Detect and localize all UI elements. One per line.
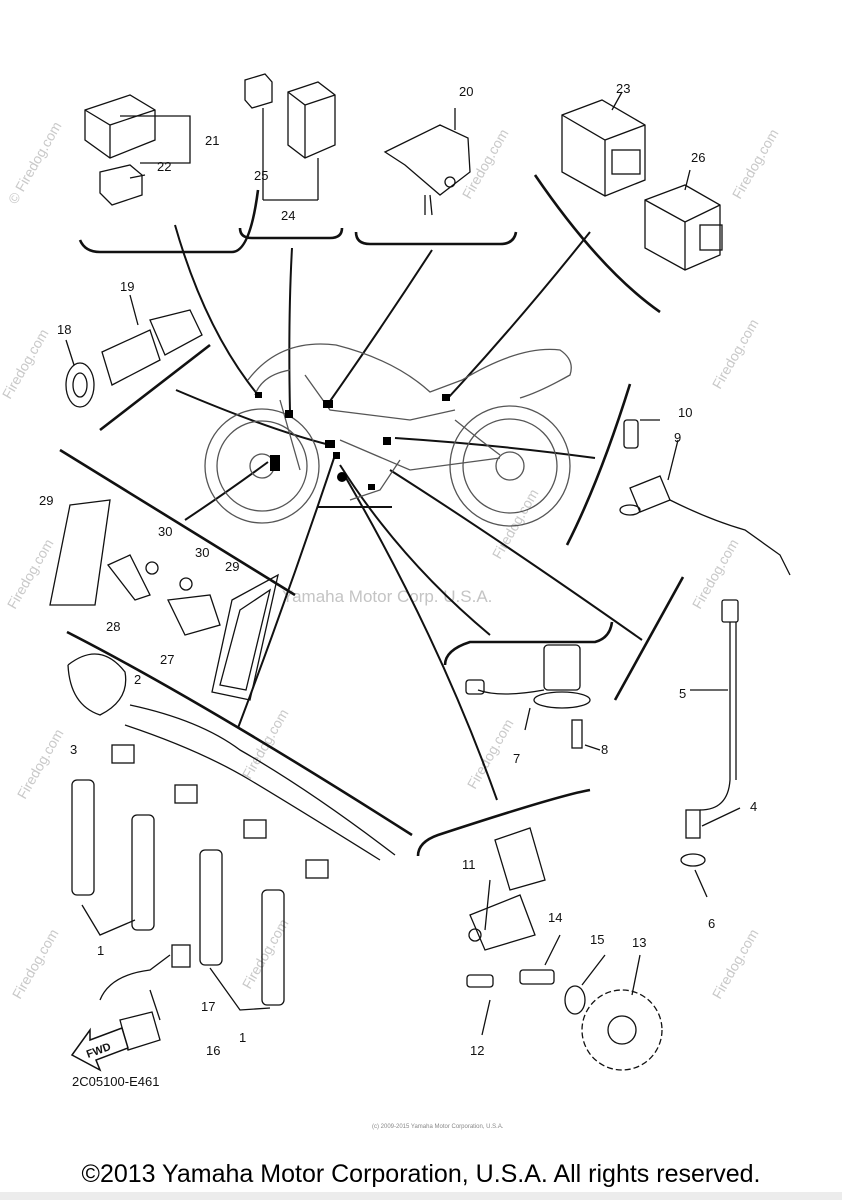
callout-6: 6 <box>708 916 715 931</box>
part-sensor-9-10 <box>619 419 791 576</box>
bottom-strip <box>0 1192 842 1200</box>
callout-17: 17 <box>201 999 215 1014</box>
motorcycle-outline <box>204 343 572 527</box>
callout-23: 23 <box>616 81 630 96</box>
panel-brackets <box>59 174 685 857</box>
watermark-12: Firedog.com <box>9 926 62 1001</box>
part-harness-coils <box>67 653 396 1051</box>
bike-connection-markers <box>255 392 450 490</box>
fwd-arrow: FWD <box>70 1027 129 1072</box>
callout-11: 11 <box>462 857 476 872</box>
center-watermark: Yamaha Motor Corp. U.S.A. <box>282 587 492 606</box>
callout-30b: 30 <box>195 545 209 560</box>
part-gear-11-15 <box>466 827 663 1071</box>
watermark-5: Firedog.com <box>489 486 542 561</box>
part-relay-21-22 <box>84 94 191 206</box>
part-sensor-20 <box>383 108 471 216</box>
callout-16: 16 <box>206 1043 220 1058</box>
callout-29b: 29 <box>225 559 239 574</box>
callout-27: 27 <box>160 652 174 667</box>
callout-29a: 29 <box>39 493 53 508</box>
callout-5: 5 <box>679 686 686 701</box>
callout-22: 22 <box>157 159 171 174</box>
callout-12: 12 <box>470 1043 484 1058</box>
callout-26: 26 <box>691 150 705 165</box>
watermark-left: © Firedog.com <box>5 119 65 207</box>
part-relay-24-25 <box>244 73 336 201</box>
part-cable-4-5-6 <box>680 599 741 898</box>
callout-10: 10 <box>678 405 692 420</box>
callout-20: 20 <box>459 84 473 99</box>
watermark-4: Firedog.com <box>0 326 52 401</box>
callout-4: 4 <box>750 799 757 814</box>
callout-13: 13 <box>632 935 646 950</box>
callout-15: 15 <box>590 932 604 947</box>
callout-14: 14 <box>548 910 562 925</box>
leader-lines <box>174 224 643 801</box>
copyright-notice: ©2013 Yamaha Motor Corporation, U.S.A. A… <box>81 1160 761 1188</box>
callout-30a: 30 <box>158 524 172 539</box>
callout-labels: 1 1 2 3 4 5 6 7 8 9 10 11 12 13 14 15 16… <box>39 81 757 1058</box>
part-reflector-27-30 <box>49 499 279 701</box>
callout-3: 3 <box>70 742 77 757</box>
callout-24: 24 <box>281 208 295 223</box>
callout-25: 25 <box>254 168 268 183</box>
callout-18: 18 <box>57 322 71 337</box>
part-code: 2C05100-E461 <box>72 1074 159 1089</box>
callout-9: 9 <box>674 430 681 445</box>
callout-2: 2 <box>134 672 141 687</box>
part-ecu-23-26 <box>561 91 723 271</box>
callout-28: 28 <box>106 619 120 634</box>
watermark-9: Firedog.com <box>14 726 67 801</box>
tiny-credit: (c) 2009-2015 Yamaha Motor Corporation, … <box>372 1124 504 1130</box>
watermark-3: Firedog.com <box>709 316 762 391</box>
watermark-13: Firedog.com <box>709 926 762 1001</box>
watermark-2: Firedog.com <box>729 126 782 201</box>
watermark-7: Firedog.com <box>4 536 57 611</box>
callout-19: 19 <box>120 279 134 294</box>
part-sensor-18-19 <box>65 294 203 408</box>
part-sensor-7-8 <box>465 644 601 751</box>
callout-1a: 1 <box>97 943 104 958</box>
callout-7: 7 <box>513 751 520 766</box>
callout-21: 21 <box>205 133 219 148</box>
callout-1b: 1 <box>239 1030 246 1045</box>
callout-8: 8 <box>601 742 608 757</box>
